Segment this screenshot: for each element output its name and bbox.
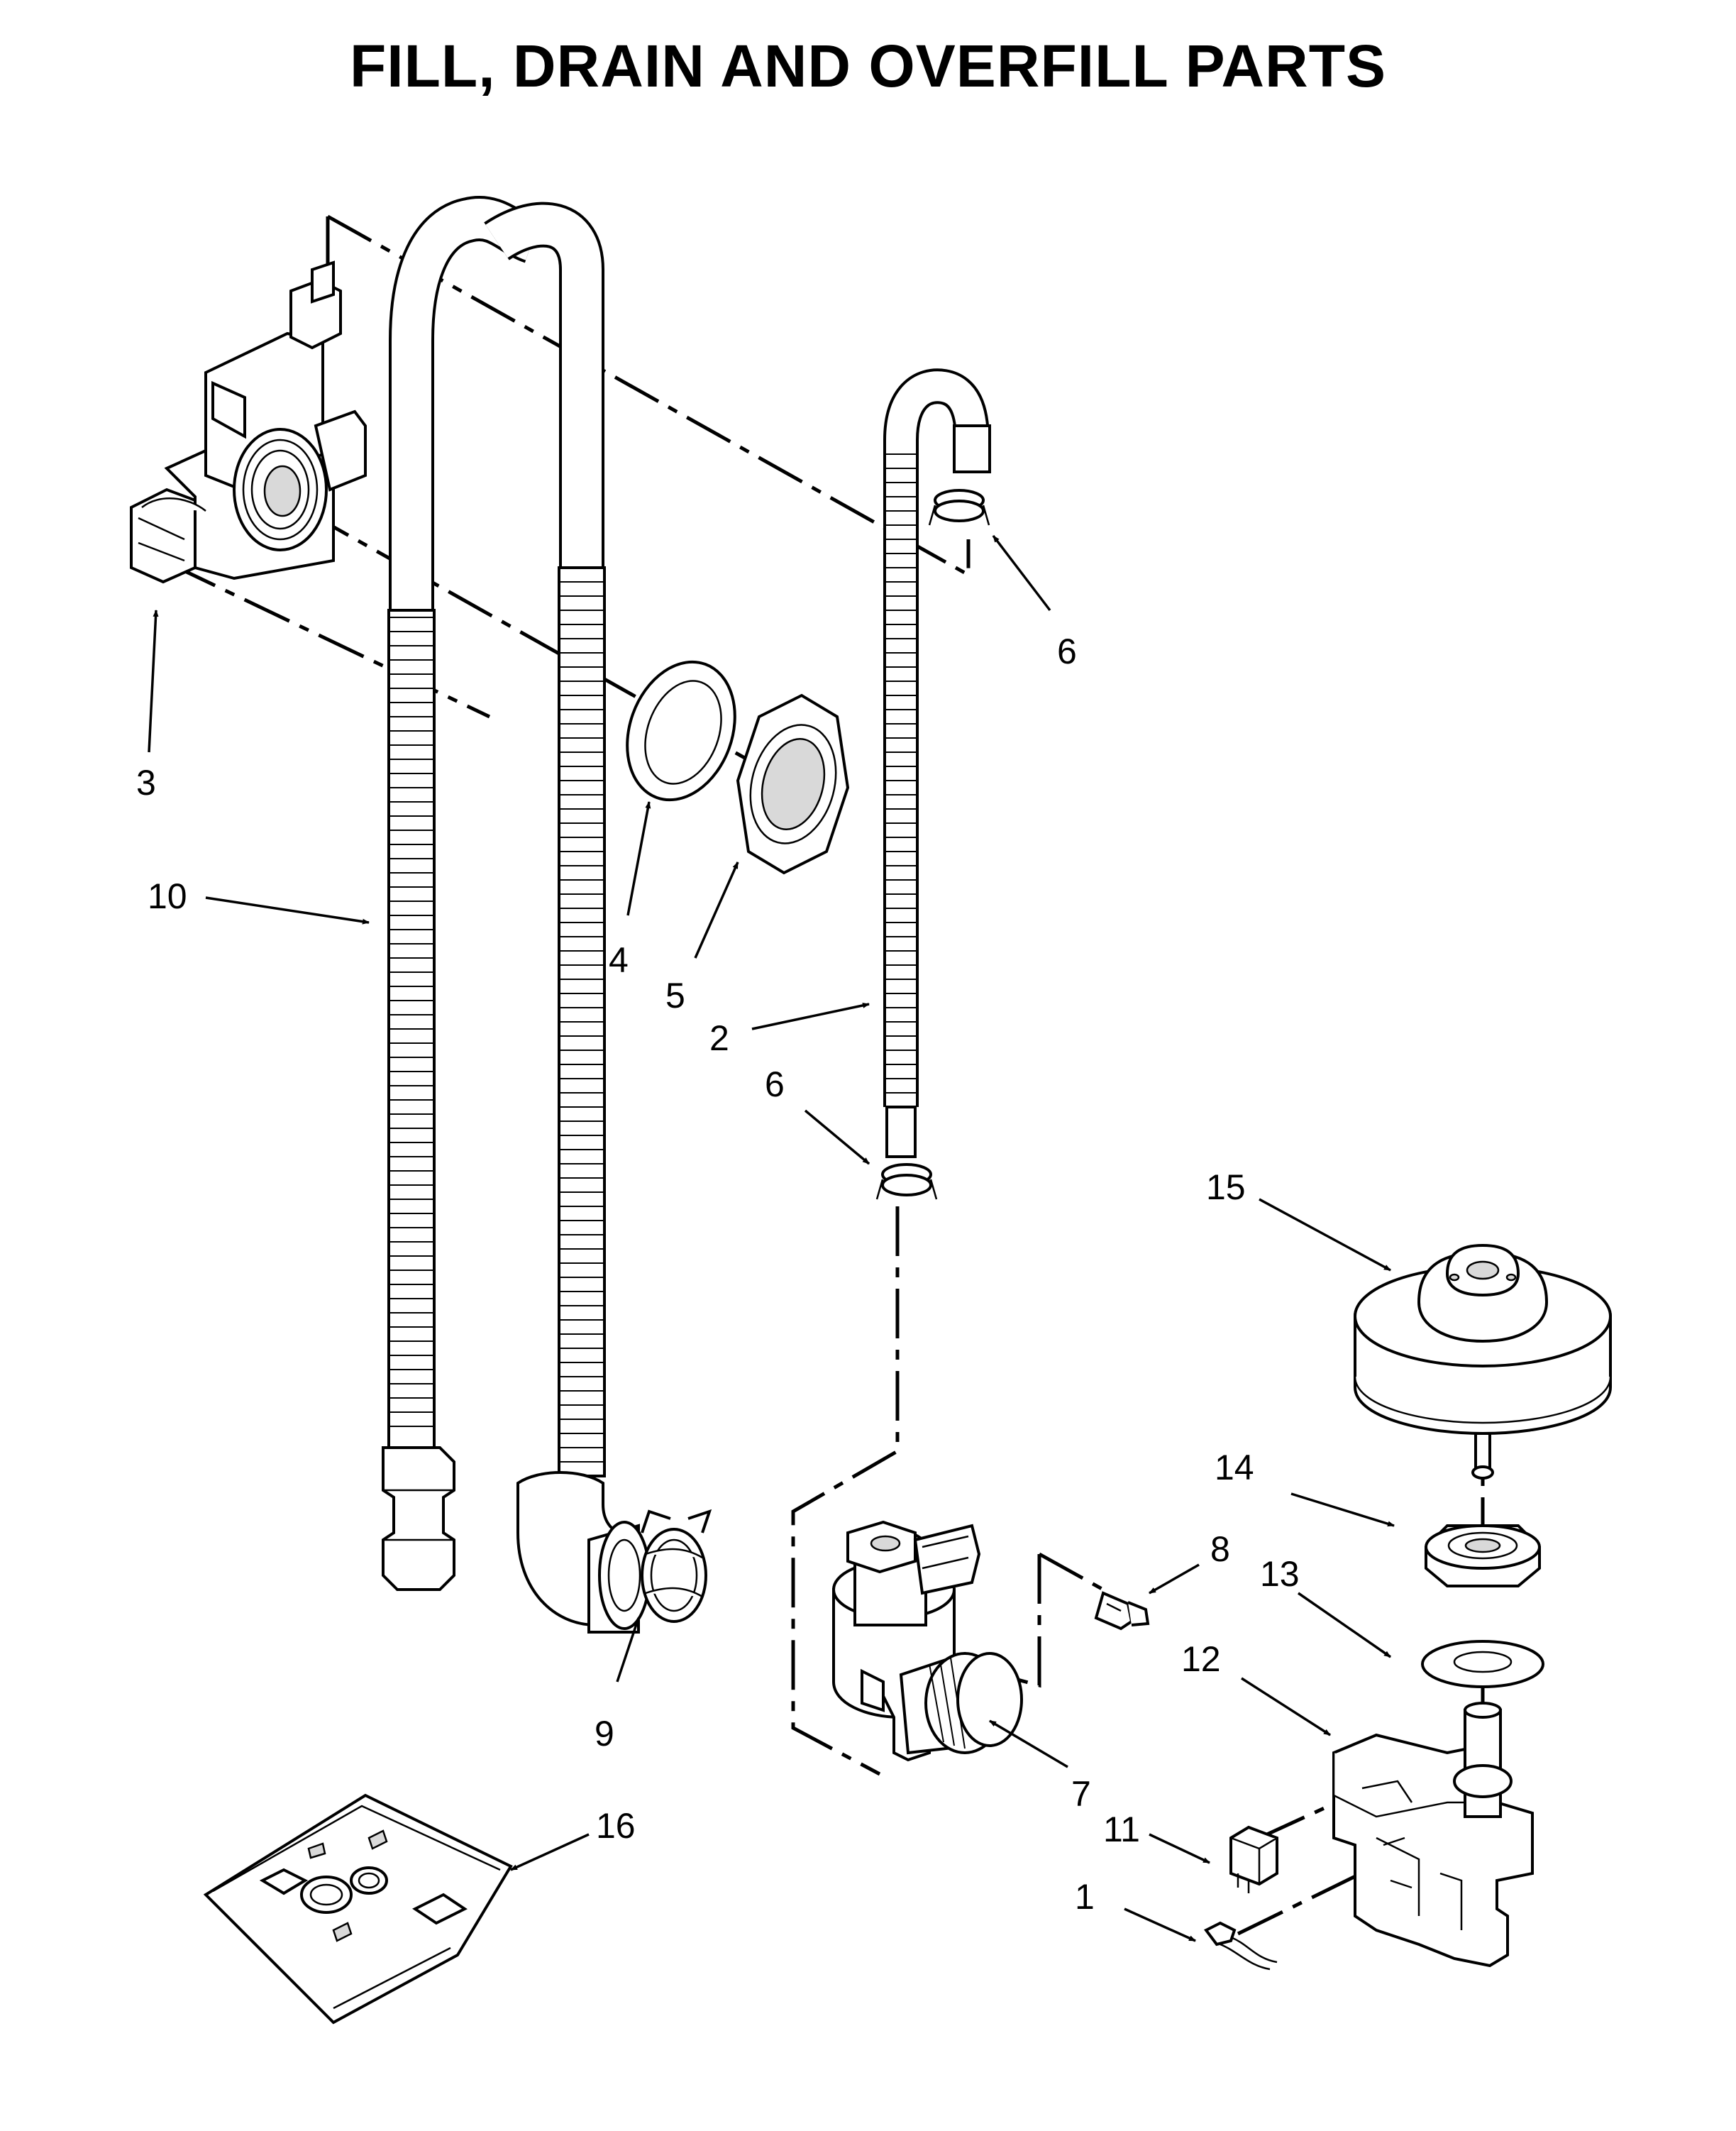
callout-2: 2 bbox=[709, 1018, 729, 1058]
callout-15: 15 bbox=[1206, 1167, 1246, 1207]
callout-10: 10 bbox=[148, 876, 187, 916]
callout-6-lower: 6 bbox=[765, 1064, 785, 1104]
part-13-washer bbox=[1421, 1640, 1544, 1688]
leader-lines bbox=[148, 534, 1395, 1942]
assembly-lines bbox=[169, 214, 1485, 1936]
part-7-inlet-valve bbox=[832, 1520, 1023, 1762]
part-4-gasket bbox=[626, 660, 736, 802]
part-1-wire-clip bbox=[1203, 1921, 1278, 1971]
part-2-fill-hose bbox=[883, 368, 991, 1158]
callout-1: 1 bbox=[1075, 1877, 1095, 1917]
part-9-spring-clamp bbox=[641, 1509, 712, 1623]
callout-6-upper: 6 bbox=[1057, 632, 1077, 671]
part-6-hose-clamp-upper bbox=[928, 489, 990, 526]
callout-7: 7 bbox=[1071, 1774, 1091, 1814]
callout-8: 8 bbox=[1210, 1529, 1230, 1569]
part-15-float bbox=[1354, 1243, 1612, 1480]
callouts: 3 10 4 5 2 6 6 15 14 8 13 12 9 16 7 11 1 bbox=[136, 632, 1300, 1917]
callout-11: 11 bbox=[1103, 1810, 1140, 1849]
callout-16: 16 bbox=[596, 1806, 636, 1846]
part-16-hardware-bag bbox=[203, 1793, 513, 2025]
part-11-switch bbox=[1229, 1825, 1278, 1893]
callout-12: 12 bbox=[1181, 1639, 1221, 1679]
callout-14: 14 bbox=[1215, 1448, 1254, 1487]
part-8-screw bbox=[1094, 1591, 1150, 1631]
part-12-switch-bracket bbox=[1332, 1702, 1534, 1968]
callout-4: 4 bbox=[609, 940, 629, 980]
callout-9: 9 bbox=[595, 1714, 614, 1753]
part-3-drain-bracket bbox=[130, 260, 367, 584]
page-title: FILL, DRAIN AND OVERFILL PARTS bbox=[349, 33, 1387, 99]
callout-3: 3 bbox=[136, 763, 156, 803]
part-6-hose-clamp-lower bbox=[875, 1163, 938, 1200]
callout-13: 13 bbox=[1260, 1554, 1300, 1594]
part-5-hex-nut bbox=[736, 693, 850, 875]
callout-5: 5 bbox=[665, 976, 685, 1015]
part-14-float-nut bbox=[1425, 1524, 1541, 1587]
part-10-drain-hose bbox=[382, 196, 651, 1634]
